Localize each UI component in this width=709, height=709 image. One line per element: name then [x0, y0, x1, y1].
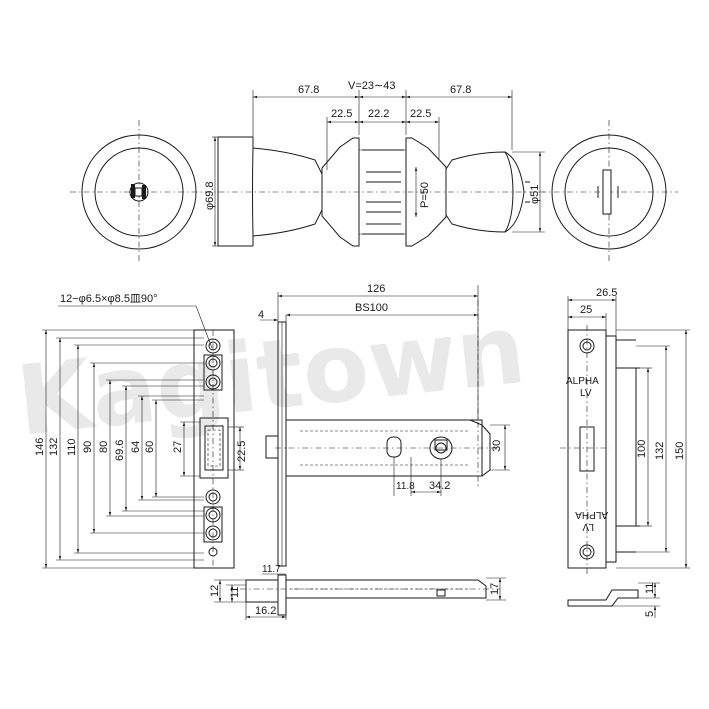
left-escutcheon-view	[70, 120, 208, 262]
dim-gap: 22.2	[368, 108, 389, 120]
dim-60: 60	[144, 441, 156, 453]
watermark-text: Kagitown	[12, 293, 531, 458]
strike-label-top: ALPHA	[566, 376, 599, 387]
lock-body-side-view: 126 BS100 4 30 11.8 34.2	[258, 283, 510, 567]
strike-label-top-sub: LV	[580, 388, 592, 399]
dim-64: 64	[130, 441, 142, 453]
dim-spindle-offset: 11.8	[396, 481, 415, 492]
strike-plate-view: ALPHA LV ALPHA LV 26.5 25 100 132 150	[560, 287, 690, 575]
dim-22-5: 22.5	[236, 441, 248, 462]
front-plate-view: 12−φ6.5×φ8.5皿90°	[34, 293, 248, 569]
strike-label-bottom: ALPHA	[575, 509, 608, 520]
strike-dim-25: 25	[580, 304, 592, 316]
dim-27: 27	[172, 441, 184, 453]
dim-11-left: 11	[229, 587, 241, 598]
strike-label-bottom-sub: LV	[582, 521, 594, 532]
dim-backset: BS100	[355, 302, 388, 314]
dim-90: 90	[82, 441, 94, 453]
dim-110: 110	[66, 438, 78, 456]
dim-80: 80	[98, 441, 110, 453]
hole-note: 12−φ6.5×φ8.5皿90°	[60, 293, 158, 305]
dim-11-7: 11.7	[262, 564, 281, 575]
dim-132: 132	[48, 438, 60, 456]
strike-dim-100: 100	[636, 440, 648, 458]
dim-pitch: P=50	[419, 182, 431, 208]
dim-rose-left: 22.5	[331, 108, 352, 120]
strike-bottom-view: 11 5	[567, 583, 660, 618]
dim-overall-126: 126	[367, 283, 385, 295]
dim-case-height: 30	[491, 440, 503, 452]
dim-146: 146	[34, 438, 46, 456]
lock-body-bottom-view: 12 11 11.7 16.2 17	[209, 564, 506, 620]
dim-17: 17	[489, 583, 501, 595]
dim-face-4: 4	[258, 309, 264, 321]
side-elevation-view: 67.8 V=23∼43 67.8 22.5 22.2 22.5 φ69.8 P…	[204, 80, 545, 247]
dim-spindle-to-cyl: 34.2	[429, 480, 450, 492]
dim-knob-dia: φ51	[529, 185, 541, 204]
dim-rose-right: 22.5	[410, 108, 431, 120]
strike-dim-5: 5	[644, 611, 656, 617]
strike-dim-11: 11	[644, 583, 656, 594]
dim-v-range: V=23∼43	[348, 80, 395, 92]
dim-16-2: 16.2	[255, 605, 276, 617]
dim-69-6: 69.6	[114, 440, 126, 461]
strike-dim-150: 150	[674, 442, 686, 460]
dim-right-width: 67.8	[450, 84, 471, 96]
dim-left-width: 67.8	[298, 84, 319, 96]
strike-dim-132: 132	[654, 442, 666, 460]
dim-12: 12	[209, 585, 221, 597]
dim-outer-dia: φ69.8	[204, 181, 216, 210]
right-escutcheon-view	[540, 120, 678, 262]
strike-dim-26-5: 26.5	[596, 287, 617, 299]
